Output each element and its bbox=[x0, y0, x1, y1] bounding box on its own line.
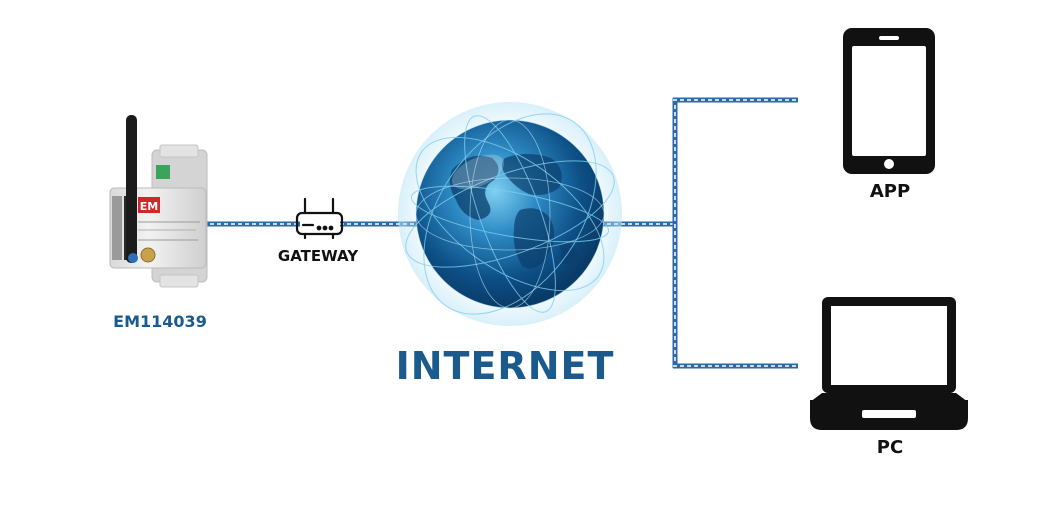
energy-meter-icon: EM bbox=[109, 115, 208, 288]
laptop-icon bbox=[810, 297, 968, 430]
gateway-label: GATEWAY bbox=[277, 247, 359, 265]
tablet-icon bbox=[843, 28, 935, 174]
internet-label: INTERNET bbox=[395, 344, 615, 388]
device-brand: EM bbox=[140, 200, 158, 213]
device-label: EM114039 bbox=[113, 312, 207, 331]
pc-label: PC bbox=[876, 437, 904, 458]
router-icon bbox=[295, 197, 344, 240]
app-label: APP bbox=[869, 181, 911, 202]
globe-icon bbox=[398, 102, 622, 326]
